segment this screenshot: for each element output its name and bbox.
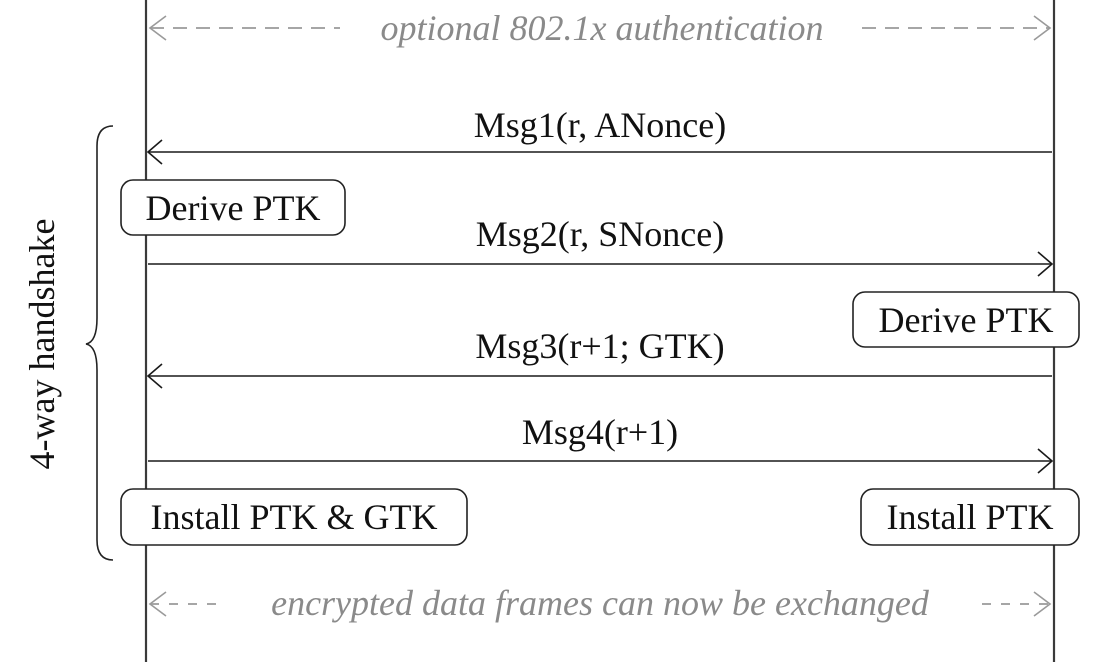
msg2-label: Msg2(r, SNonce): [476, 214, 725, 254]
msg1: Msg1(r, ANonce): [146, 105, 1052, 165]
right-install-label: Install PTK: [887, 497, 1054, 537]
encrypted-arrowhead-right: [1033, 591, 1052, 617]
handshake-side-label: 4-way handshake: [22, 219, 62, 470]
optional-auth-annotation: optional 802.1x authentication: [148, 8, 1052, 48]
msg4-label: Msg4(r+1): [522, 412, 678, 452]
right-install-frame: [860, 488, 1080, 546]
right-derive-ptk-frame: [852, 291, 1080, 348]
left-install-frame: [120, 488, 468, 546]
msg3-label: Msg3(r+1; GTK): [475, 326, 724, 366]
encrypted-frames-label: encrypted data frames can now be exchang…: [271, 583, 930, 623]
encrypted-arrowhead-left: [148, 591, 167, 617]
left-install-box: Install PTK & GTK: [120, 488, 468, 546]
msg3-arrowhead: [146, 363, 163, 389]
right-install-box: Install PTK: [860, 488, 1080, 546]
msg4-arrowhead: [1037, 448, 1054, 474]
left-derive-ptk-label: Derive PTK: [146, 188, 321, 228]
msg2-arrowhead: [1037, 251, 1054, 277]
optional-auth-arrowhead-left: [148, 15, 167, 41]
left-derive-ptk-box: Derive PTK: [120, 179, 346, 236]
msg1-arrowhead: [146, 139, 163, 165]
right-derive-ptk-label: Derive PTK: [879, 300, 1054, 340]
msg4: Msg4(r+1): [148, 412, 1054, 474]
left-derive-ptk-frame: [120, 179, 346, 236]
encrypted-frames-annotation: encrypted data frames can now be exchang…: [148, 583, 1052, 623]
msg3: Msg3(r+1; GTK): [146, 326, 1052, 389]
handshake-brace: [85, 125, 114, 561]
optional-auth-label: optional 802.1x authentication: [381, 8, 824, 48]
msg2: Msg2(r, SNonce): [148, 214, 1054, 277]
right-derive-ptk-box: Derive PTK: [852, 291, 1080, 348]
msg1-label: Msg1(r, ANonce): [474, 105, 727, 145]
left-install-label: Install PTK & GTK: [151, 497, 438, 537]
optional-auth-arrowhead-right: [1033, 15, 1052, 41]
